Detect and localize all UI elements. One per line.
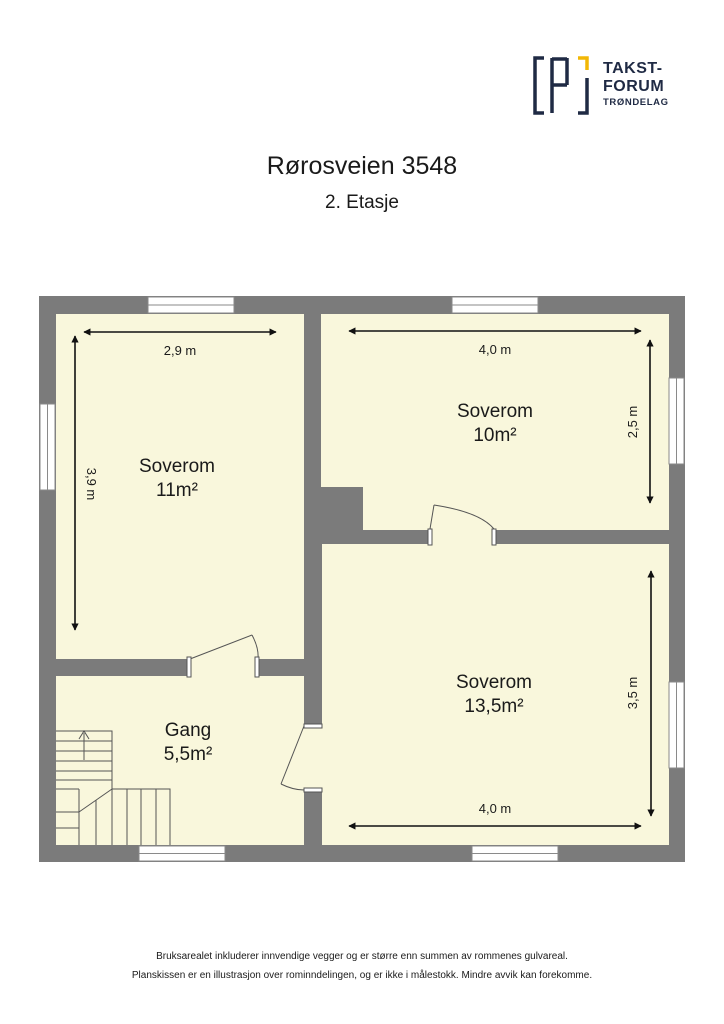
- bedroom-2-floor-upper: [321, 314, 669, 487]
- takstforum-logo-mark: [533, 56, 589, 115]
- logo-line-3: TRØNDELAG: [603, 97, 669, 108]
- room-area-bedroom-2: 10m²: [473, 425, 516, 446]
- room-area-hallway: 5,5m²: [164, 744, 213, 765]
- door-opening-bedroom-3: [303, 726, 323, 790]
- room-area-bedroom-3: 13,5m²: [464, 696, 523, 717]
- room-name-bedroom-1: Soverom: [139, 456, 215, 477]
- dimension-label: 3,5 m: [625, 677, 640, 710]
- dimension-label: 4,0 m: [479, 801, 512, 816]
- door-jambs: [186, 528, 497, 793]
- floor-label: 2. Etasje: [325, 192, 399, 213]
- room-name-bedroom-2: Soverom: [457, 401, 533, 422]
- door-opening-bedroom-2: [430, 528, 494, 545]
- logo-line-1: TAKST-: [603, 60, 663, 77]
- disclaimer-line-1: Bruksarealet inkluderer innvendige vegge…: [156, 951, 568, 962]
- bedroom-2-floor-lower: [363, 486, 669, 530]
- staircase: [56, 730, 171, 845]
- property-address: Rørosveien 3548: [266, 152, 458, 180]
- windows: [39, 296, 685, 862]
- room-name-hallway: Gang: [165, 720, 211, 741]
- room-name-bedroom-3: Soverom: [456, 672, 532, 693]
- dimension-label: 4,0 m: [479, 342, 512, 357]
- disclaimer-line-2: Planskissen er en illustrasjon over romi…: [131, 970, 593, 981]
- bedroom-1-floor: [56, 314, 304, 659]
- dimension-lines: [71, 327, 655, 830]
- takstforum-logo: TAKST- FORUM TRØNDELAG: [532, 56, 682, 116]
- door-swings: [189, 504, 495, 791]
- dimension-label: 2,5 m: [625, 406, 640, 439]
- bedroom-3-floor: [322, 544, 669, 845]
- dimension-label: 2,9 m: [164, 343, 197, 358]
- door-opening-bedroom-1: [190, 658, 258, 677]
- room-area-bedroom-1: 11m²: [156, 480, 198, 501]
- logo-line-2: FORUM: [603, 78, 665, 95]
- dimension-label: 3,9 m: [84, 468, 99, 501]
